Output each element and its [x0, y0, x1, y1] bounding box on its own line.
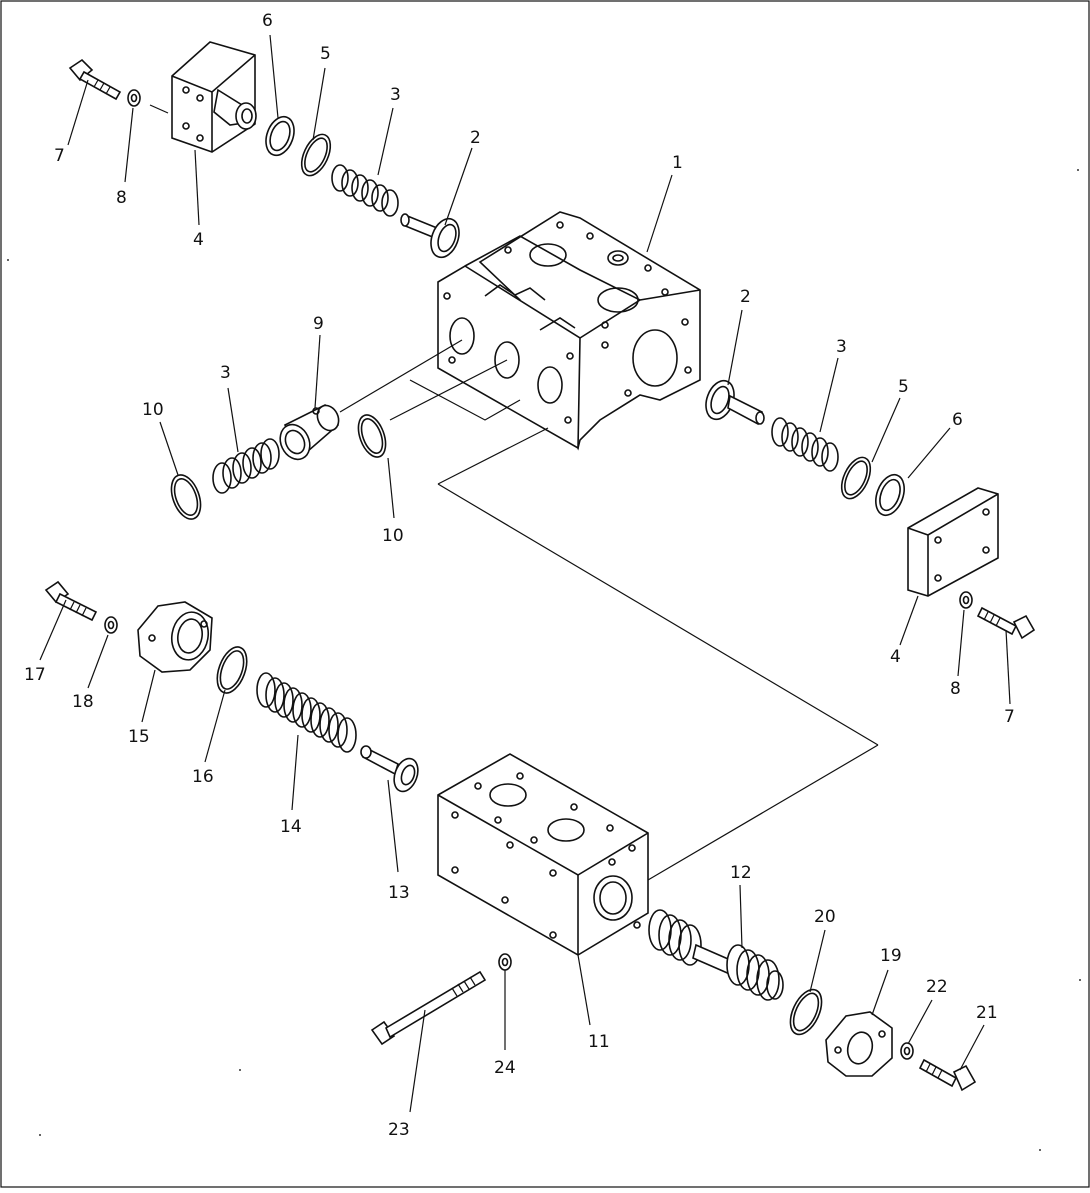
scan-specks [7, 169, 1081, 1151]
spool-2-top [400, 213, 460, 259]
label-10-left: 10 [142, 400, 164, 420]
label-5-right: 5 [898, 377, 909, 397]
bolt-23 [370, 970, 487, 1046]
spool-12 [648, 909, 784, 1001]
label-11: 11 [588, 1032, 610, 1052]
bolt-7-top-left [68, 58, 122, 101]
spring-14 [256, 672, 357, 753]
ring-6-top [265, 115, 295, 157]
label-9: 9 [313, 314, 324, 334]
label-10-bottom: 10 [382, 526, 404, 546]
label-4-right: 4 [890, 647, 901, 667]
washer-22 [900, 1042, 914, 1060]
label-21: 21 [976, 1003, 998, 1023]
leader-lines [39, 34, 1011, 1113]
label-7-top: 7 [54, 146, 65, 166]
label-13: 13 [388, 883, 410, 903]
label-2-right: 2 [740, 287, 751, 307]
label-22: 22 [926, 977, 948, 997]
label-4-top: 4 [193, 230, 204, 250]
label-19: 19 [880, 946, 902, 966]
oring-16 [216, 646, 248, 694]
oring-20 [789, 988, 823, 1036]
label-18: 18 [72, 692, 94, 712]
cover-4-right [907, 487, 999, 597]
washer-24 [498, 953, 512, 971]
poppet-13 [360, 745, 419, 793]
oring-10-right [357, 414, 387, 458]
spring-3-right [771, 417, 839, 472]
ring-6-right [875, 473, 905, 517]
label-16: 16 [192, 767, 214, 787]
label-15: 15 [128, 727, 150, 747]
flange-15 [137, 601, 213, 673]
label-3-mid: 3 [220, 363, 231, 383]
label-5-top: 5 [320, 44, 331, 64]
sleeve-9 [279, 403, 340, 461]
label-24: 24 [494, 1058, 516, 1078]
label-3-top: 3 [390, 85, 401, 105]
label-7-right: 7 [1004, 707, 1015, 727]
label-8-right: 8 [950, 679, 961, 699]
spool-2-right [705, 379, 765, 426]
valve-body-1 [437, 211, 701, 451]
label-12: 12 [730, 863, 752, 883]
oring-5-top [300, 133, 332, 177]
label-17: 17 [24, 665, 46, 685]
bolt-7-right [976, 606, 1036, 640]
spring-3-mid [212, 438, 280, 494]
oring-10-left [170, 474, 202, 520]
bolt-21 [918, 1058, 977, 1092]
label-6-top: 6 [262, 11, 273, 31]
valve-body-11 [437, 753, 649, 956]
assembly-lines [339, 339, 879, 881]
oring-5-right [840, 456, 872, 500]
washer-8-top-left [127, 89, 141, 107]
label-1: 1 [672, 153, 683, 173]
washer-8-right [959, 591, 973, 609]
label-14: 14 [280, 817, 302, 837]
label-20: 20 [814, 907, 836, 927]
part-labels: 1 2 2 3 3 3 4 4 5 5 6 6 7 7 8 8 9 10 10 … [24, 11, 1015, 1140]
cover-4-top-left [171, 41, 257, 153]
label-23: 23 [388, 1120, 410, 1140]
washer-18 [104, 616, 118, 634]
spring-3-top [331, 164, 399, 217]
bolt-17 [44, 580, 98, 622]
label-6-right: 6 [952, 410, 963, 430]
label-3-right: 3 [836, 337, 847, 357]
flange-19 [825, 1011, 893, 1077]
label-2-top: 2 [470, 128, 481, 148]
label-8-top: 8 [116, 188, 127, 208]
